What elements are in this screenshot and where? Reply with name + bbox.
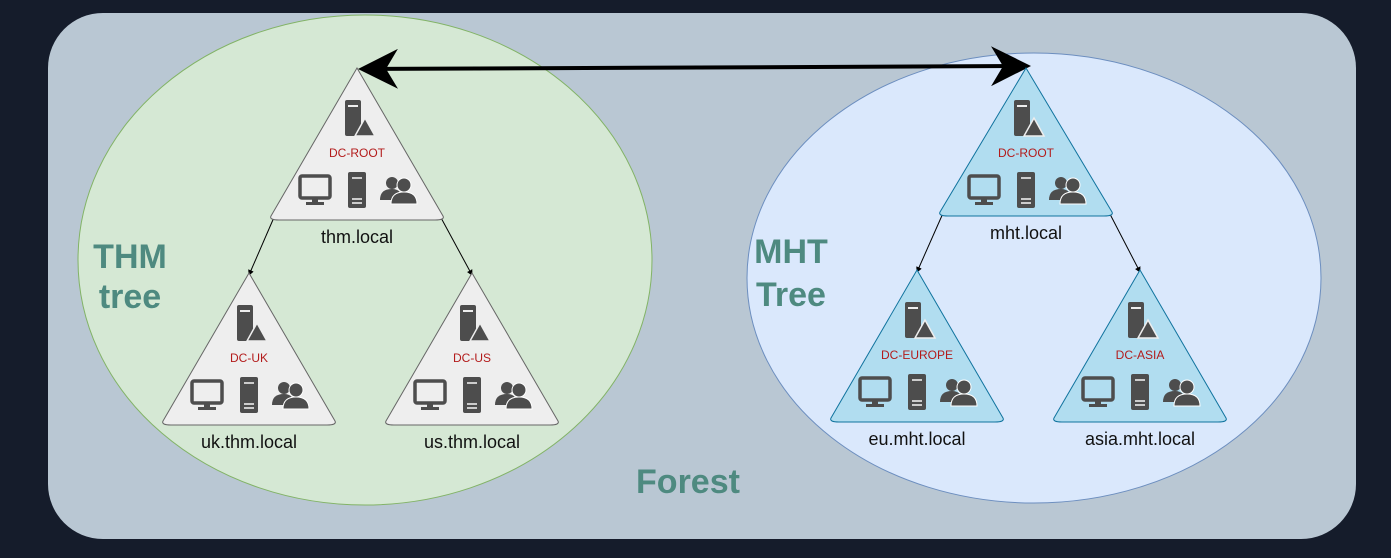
dc-label: DC-ASIA	[1116, 348, 1165, 362]
domain-name: thm.local	[321, 227, 393, 247]
dc-label: DC-ROOT	[329, 146, 386, 160]
server-icon	[908, 374, 926, 410]
dc-label: DC-EUROPE	[881, 348, 953, 362]
dc-label: DC-UK	[230, 351, 268, 365]
server-icon	[1017, 172, 1035, 208]
domain-node: DC-US us.thm.local	[385, 272, 559, 452]
thm-tree-title: THM	[93, 238, 167, 276]
server-icon	[348, 172, 366, 208]
server-icon	[1131, 374, 1149, 410]
tree-edge	[916, 205, 947, 273]
domain-name: us.thm.local	[424, 432, 520, 452]
domain-node: DC-ASIA asia.mht.local	[1053, 269, 1227, 449]
domain-node: DC-ROOT thm.local	[270, 67, 444, 247]
domain-name: mht.local	[990, 223, 1062, 243]
mht-tree-subtitle: Tree	[756, 276, 826, 314]
trust-arrow	[358, 46, 1031, 89]
dc-label: DC-ROOT	[998, 146, 1055, 160]
server-icon	[463, 377, 481, 413]
server-icon	[240, 377, 258, 413]
domain-name: uk.thm.local	[201, 432, 297, 452]
tree-edge	[436, 209, 473, 276]
mht-tree-title: MHT	[754, 233, 828, 271]
forest-label: Forest	[636, 463, 740, 501]
tree-edge	[1105, 205, 1141, 273]
tree-edge	[248, 209, 278, 276]
domain-node: DC-UK uk.thm.local	[162, 272, 336, 452]
domain-name: asia.mht.local	[1085, 429, 1195, 449]
domain-name: eu.mht.local	[868, 429, 965, 449]
domain-node: DC-EUROPE eu.mht.local	[830, 269, 1004, 449]
domain-node: DC-ROOT mht.local	[939, 67, 1113, 243]
dc-label: DC-US	[453, 351, 491, 365]
thm-tree-subtitle: tree	[99, 278, 161, 316]
